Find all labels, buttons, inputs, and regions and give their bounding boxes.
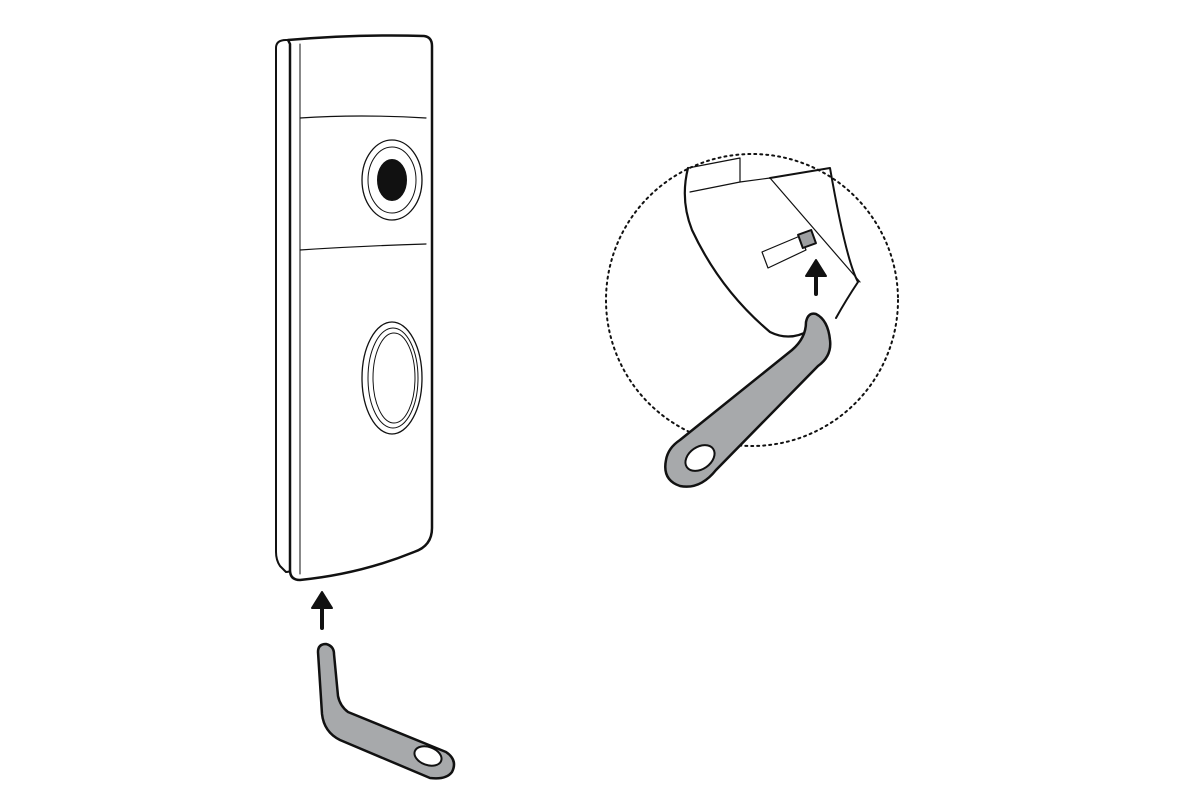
release-tool [316,642,456,780]
doorbell-button [361,321,423,435]
release-tool [664,312,832,488]
up-arrow-icon [805,259,827,296]
doorbell-device [275,34,434,582]
release-latch [797,229,817,249]
up-arrow-icon [311,591,333,630]
magnified-detail-circle [605,153,899,447]
camera-lens-ring [361,139,423,221]
camera-lens [377,159,407,201]
